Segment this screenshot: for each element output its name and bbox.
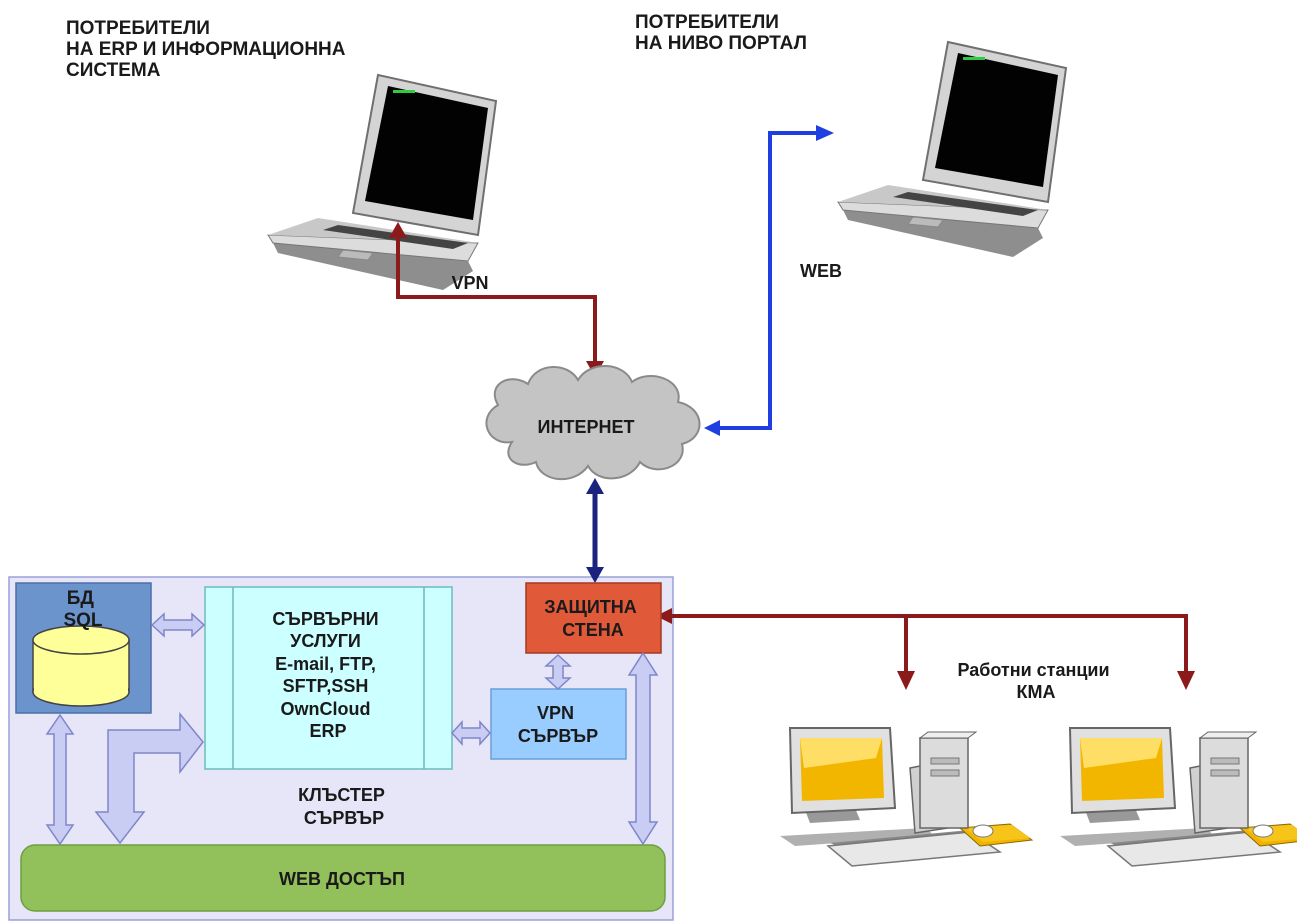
erp-laptop-icon [267, 74, 497, 291]
cluster-label: КЛЪСТЕР СЪРВЪР [298, 785, 390, 828]
services-vpn-arrow [450, 720, 492, 746]
workstations-label: Работни станции КМА [957, 660, 1114, 702]
vpn-server-box [490, 688, 627, 760]
db-services-arrow [150, 612, 206, 638]
firewall-label: ЗАЩИТНА СТЕНА [544, 597, 642, 640]
vpn-server-label: VPN СЪРВЪР [518, 703, 598, 746]
portal-laptop-icon [837, 41, 1067, 258]
internet-label: ИНТЕРНЕТ [538, 417, 635, 437]
lan-arrowhead-left [656, 608, 672, 624]
lan-arrowhead-ws2 [1177, 671, 1195, 690]
firewall-box [525, 582, 662, 654]
db-web-arrow [45, 713, 75, 846]
lan-line [668, 614, 1188, 672]
web-link-label: WEB [800, 261, 842, 281]
server-services-label: СЪРВЪРНИ УСЛУГИ E-mail, FTP, SFTP,SSH Ow… [272, 609, 383, 741]
db-cylinder-icon [32, 625, 130, 707]
web-access-bar [20, 844, 666, 912]
db-label: БД SQL [63, 588, 102, 631]
workstation-1-icon [779, 727, 1033, 867]
vpn-arrowhead-up [389, 222, 407, 238]
lan-arrowhead-ws1 [897, 671, 915, 690]
web-services-arrow [94, 711, 204, 845]
vpn-connection-line [396, 236, 597, 362]
internet-arrowhead-down [586, 567, 604, 583]
web-connection-line [718, 131, 818, 430]
firewall-web-arrow [627, 651, 659, 846]
web-arrowhead-left [704, 420, 720, 436]
web-arrowhead-right [816, 125, 834, 141]
internet-cloud [485, 365, 701, 481]
web-access-label: WEB ДОСТЪП [279, 869, 405, 889]
vpn-link-label: VPN [451, 273, 488, 293]
workstation-2-icon [1059, 727, 1297, 867]
server-services-box [204, 586, 453, 770]
firewall-vpn-arrow [544, 653, 572, 691]
internet-arrowhead-up [586, 478, 604, 494]
portal-users-label: ПОТРЕБИТЕЛИ НА НИВО ПОРТАЛ [635, 12, 807, 54]
erp-users-label: ПОТРЕБИТЕЛИ НА ERP И ИНФОРМАЦИОННА СИСТЕ… [66, 18, 346, 81]
